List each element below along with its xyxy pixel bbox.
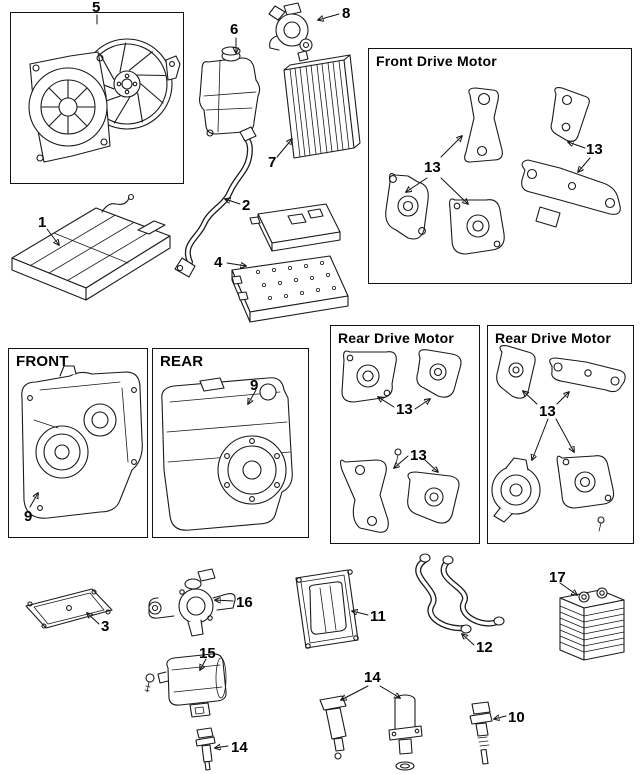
temp-sensor-drawing <box>469 701 493 765</box>
callout-temp-sensor[interactable]: 10 <box>508 709 525 726</box>
callout-aux-water-pump[interactable]: 8 <box>342 5 351 22</box>
callout-power-electronics[interactable]: 4 <box>214 254 223 271</box>
rear-drive-motor-right-box: Rear Drive Motor <box>487 325 634 544</box>
callout-front-mounts-right[interactable]: 13 <box>586 141 603 158</box>
callout-controller-cover[interactable]: 11 <box>370 608 386 625</box>
callout-aux-pump[interactable]: 15 <box>199 645 216 662</box>
fan-assembly-box <box>10 12 184 184</box>
callout-coolant-hoses[interactable]: 12 <box>476 639 493 656</box>
callout-sensor-bottom-left[interactable]: 14 <box>231 739 248 756</box>
cover-plate-drawing <box>25 588 113 629</box>
callout-cover-plate[interactable]: 3 <box>101 618 110 635</box>
controller-cover-drawing <box>295 569 359 649</box>
rear-drive-motor-left-title: Rear Drive Motor <box>338 330 455 346</box>
callout-cooling-fan[interactable]: 5 <box>92 0 101 16</box>
power-electronics-drawing <box>231 203 349 323</box>
callout-rear-mount-lower-left[interactable]: 13 <box>410 447 427 464</box>
callout-coolant-pipe[interactable]: 2 <box>242 197 251 214</box>
front-view-title: FRONT <box>16 353 69 370</box>
rear-view-title: REAR <box>160 353 204 370</box>
rear-drive-motor-left-box: Rear Drive Motor <box>330 325 480 544</box>
callout-rear-mount-upper-left[interactable]: 13 <box>396 401 413 418</box>
sensor-bottom-left-drawing <box>195 727 216 771</box>
aux-pump-drawing <box>144 653 227 718</box>
callout-expansion-tank[interactable]: 6 <box>230 21 239 38</box>
coolant-hoses-drawing <box>415 553 505 634</box>
radiator-drawing <box>283 50 361 159</box>
callout-battery-pack[interactable]: 1 <box>38 214 47 231</box>
callout-rear-mount-right[interactable]: 13 <box>539 403 556 420</box>
callout-sensor-pair[interactable]: 14 <box>364 669 381 686</box>
front-drive-motor-box: Front Drive Motor <box>368 48 632 284</box>
callout-rear-motor[interactable]: 9 <box>250 377 259 394</box>
battery-pack-drawing <box>11 193 171 301</box>
oil-cooler-drawing <box>559 587 625 661</box>
rear-drive-motor-right-title: Rear Drive Motor <box>495 330 612 346</box>
callout-front-transaxle[interactable]: 9 <box>24 508 33 525</box>
aux-water-pump-drawing <box>268 2 313 52</box>
coolant-valve-drawing <box>148 568 236 637</box>
callout-radiator[interactable]: 7 <box>268 154 277 171</box>
sensor-pair-drawing <box>319 694 423 771</box>
expansion-tank-drawing <box>198 46 261 137</box>
callout-oil-cooler[interactable]: 17 <box>549 569 566 586</box>
front-view-box: FRONT <box>8 348 148 538</box>
front-drive-motor-title: Front Drive Motor <box>376 53 497 69</box>
rear-view-box: REAR <box>152 348 309 538</box>
callout-front-mounts-center[interactable]: 13 <box>424 159 441 176</box>
callout-coolant-valve[interactable]: 16 <box>236 594 253 611</box>
